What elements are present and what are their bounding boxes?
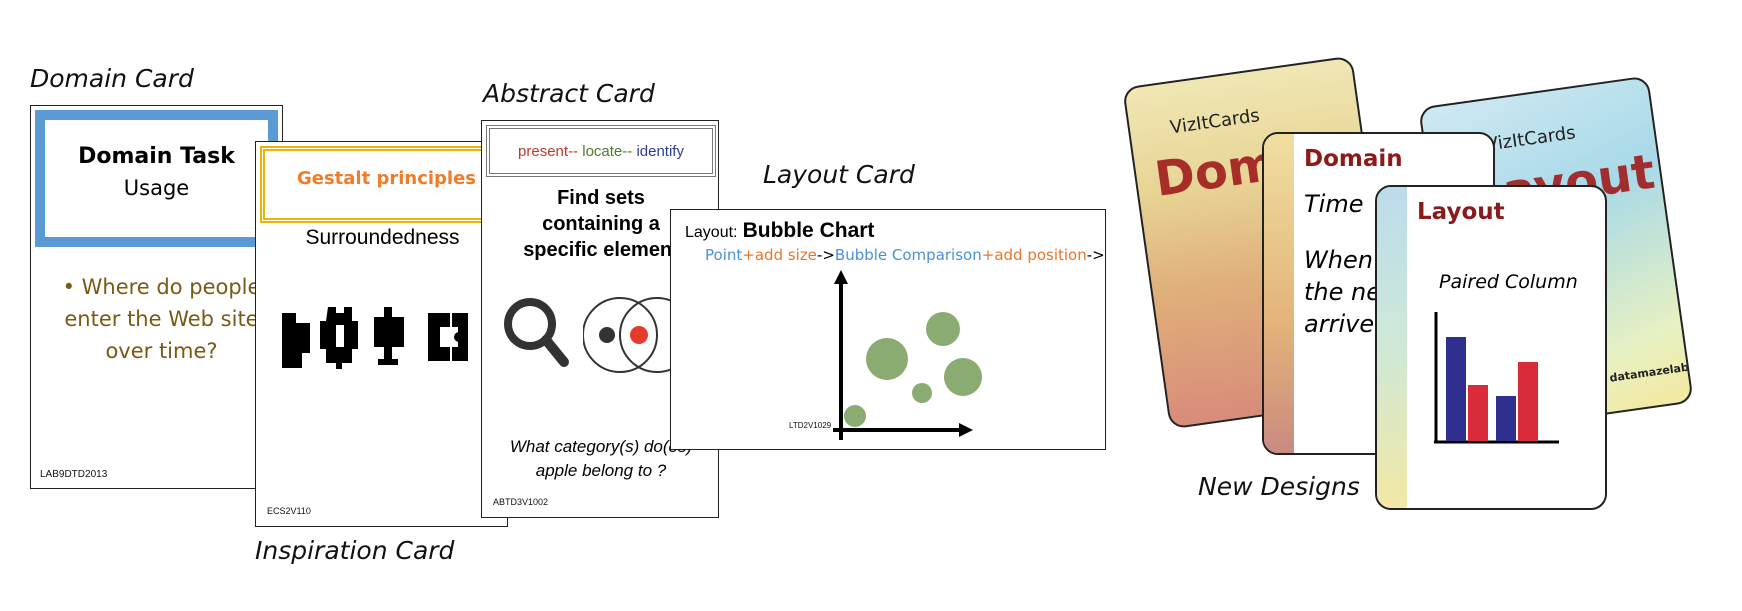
paired-column-illustration bbox=[1434, 312, 1559, 444]
task-present: present bbox=[518, 143, 569, 160]
column-bar bbox=[1446, 337, 1466, 441]
domain-card-subtitle: Usage bbox=[123, 176, 190, 200]
flow-arrow: -> bbox=[816, 246, 835, 264]
magnifier-icon bbox=[504, 298, 569, 367]
domain-card-code: LAB9DTD2013 bbox=[40, 469, 108, 480]
abstract-card-frame bbox=[486, 125, 716, 177]
inspiration-card-frame bbox=[260, 146, 507, 223]
abstract-card-title: Find sets containing a specific element bbox=[523, 187, 679, 261]
task-locate: locate bbox=[582, 143, 623, 160]
vizit-domain-subtitle: Time bbox=[1304, 190, 1364, 218]
domain-card-title: Domain Task bbox=[78, 144, 235, 169]
caption-new-designs: New Designs bbox=[1198, 472, 1360, 501]
column-bar bbox=[1468, 385, 1488, 441]
layout-card: Layout: Bubble Chart Point+add size->Bub… bbox=[670, 209, 1106, 450]
surroundedness-shapes-icon bbox=[282, 307, 468, 369]
domain-card-body: • Where do people enter the Web site ove… bbox=[62, 275, 261, 363]
flow-plus: + bbox=[742, 246, 755, 264]
bubble-chart-illustration bbox=[833, 270, 982, 440]
caption-abstract-card: Abstract Card bbox=[483, 79, 655, 108]
inspiration-card-title: Gestalt principles bbox=[296, 168, 477, 189]
layout-color-strip bbox=[1377, 187, 1407, 508]
bubble bbox=[912, 383, 932, 403]
bubble bbox=[844, 405, 866, 427]
layout-card-title: Bubble Chart bbox=[742, 219, 875, 242]
task-separator: -- bbox=[568, 143, 583, 160]
datamazelab-logo: datamazelab bbox=[1608, 360, 1690, 385]
x-axis-arrowhead bbox=[959, 423, 973, 437]
vizitcards-logo: VizItCards bbox=[1484, 122, 1577, 156]
bubble bbox=[866, 338, 908, 380]
bubble bbox=[944, 358, 982, 396]
flow-point: Point bbox=[705, 246, 743, 264]
inspiration-card-subtitle: Surroundedness bbox=[305, 226, 460, 249]
inspiration-card: Gestalt principles Surroundedness ECS2V1… bbox=[255, 141, 508, 527]
y-axis-arrowhead bbox=[834, 270, 848, 284]
abstract-card: present-- locate-- identify Find sets co… bbox=[481, 120, 719, 518]
flow-plus: + bbox=[981, 246, 995, 264]
caption-layout-card: Layout Card bbox=[763, 160, 915, 189]
vizit-layout-chart-label: Paired Column bbox=[1439, 271, 1578, 293]
abstract-card-question: What category(s) do(es) apple belong to … bbox=[509, 437, 693, 480]
domain-color-strip bbox=[1264, 134, 1294, 453]
abstract-card-code: ABTD3V1002 bbox=[493, 497, 549, 507]
domain-card: Domain Task Usage • Where do people ente… bbox=[30, 105, 283, 489]
caption-inspiration-card: Inspiration Card bbox=[255, 536, 455, 565]
vizitcards-logo: VizItCards bbox=[1168, 105, 1262, 139]
inspiration-card-code: ECS2V110 bbox=[267, 506, 311, 516]
vizitcards-layout-front: Layout Paired Column bbox=[1375, 185, 1607, 510]
flow-arrow: -> bbox=[1086, 246, 1105, 264]
vizit-domain-title: Domain bbox=[1304, 146, 1403, 172]
layout-card-header: Layout: Bubble Chart bbox=[685, 219, 874, 243]
flow-bubble-comparison: Bubble Comparison bbox=[834, 246, 982, 264]
column-bar bbox=[1496, 396, 1516, 441]
layout-card-label: Layout: bbox=[685, 224, 738, 241]
task-separator: -- bbox=[622, 143, 637, 160]
abstract-card-tasks: present-- locate-- identify bbox=[486, 143, 716, 160]
caption-domain-card: Domain Card bbox=[30, 64, 194, 93]
vizit-layout-title: Layout bbox=[1417, 199, 1505, 225]
bubble bbox=[926, 312, 960, 346]
flow-add-position: add position bbox=[994, 246, 1087, 264]
task-identify: identify bbox=[636, 143, 684, 160]
column-bar bbox=[1518, 362, 1538, 441]
flow-add-size: add size bbox=[754, 246, 817, 264]
layout-card-flow: Point+add size->Bubble Comparison+add po… bbox=[705, 246, 1105, 264]
layout-card-code: LTD2V1029 bbox=[789, 421, 832, 430]
